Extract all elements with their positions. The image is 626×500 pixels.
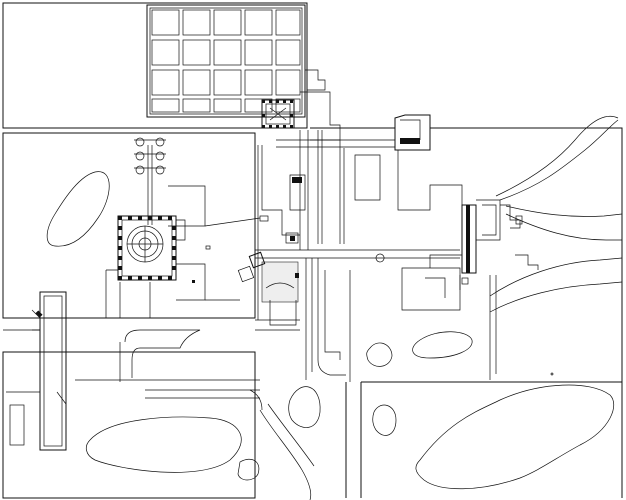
main-hall	[105, 185, 269, 318]
central-structures	[237, 145, 306, 326]
small-hall	[261, 99, 295, 129]
ponds	[46, 116, 623, 500]
road-network	[75, 91, 460, 411]
planting-grid	[146, 4, 326, 118]
avenue-rondels	[134, 137, 166, 225]
east-buildings	[354, 114, 539, 380]
long-hall	[3, 291, 250, 451]
